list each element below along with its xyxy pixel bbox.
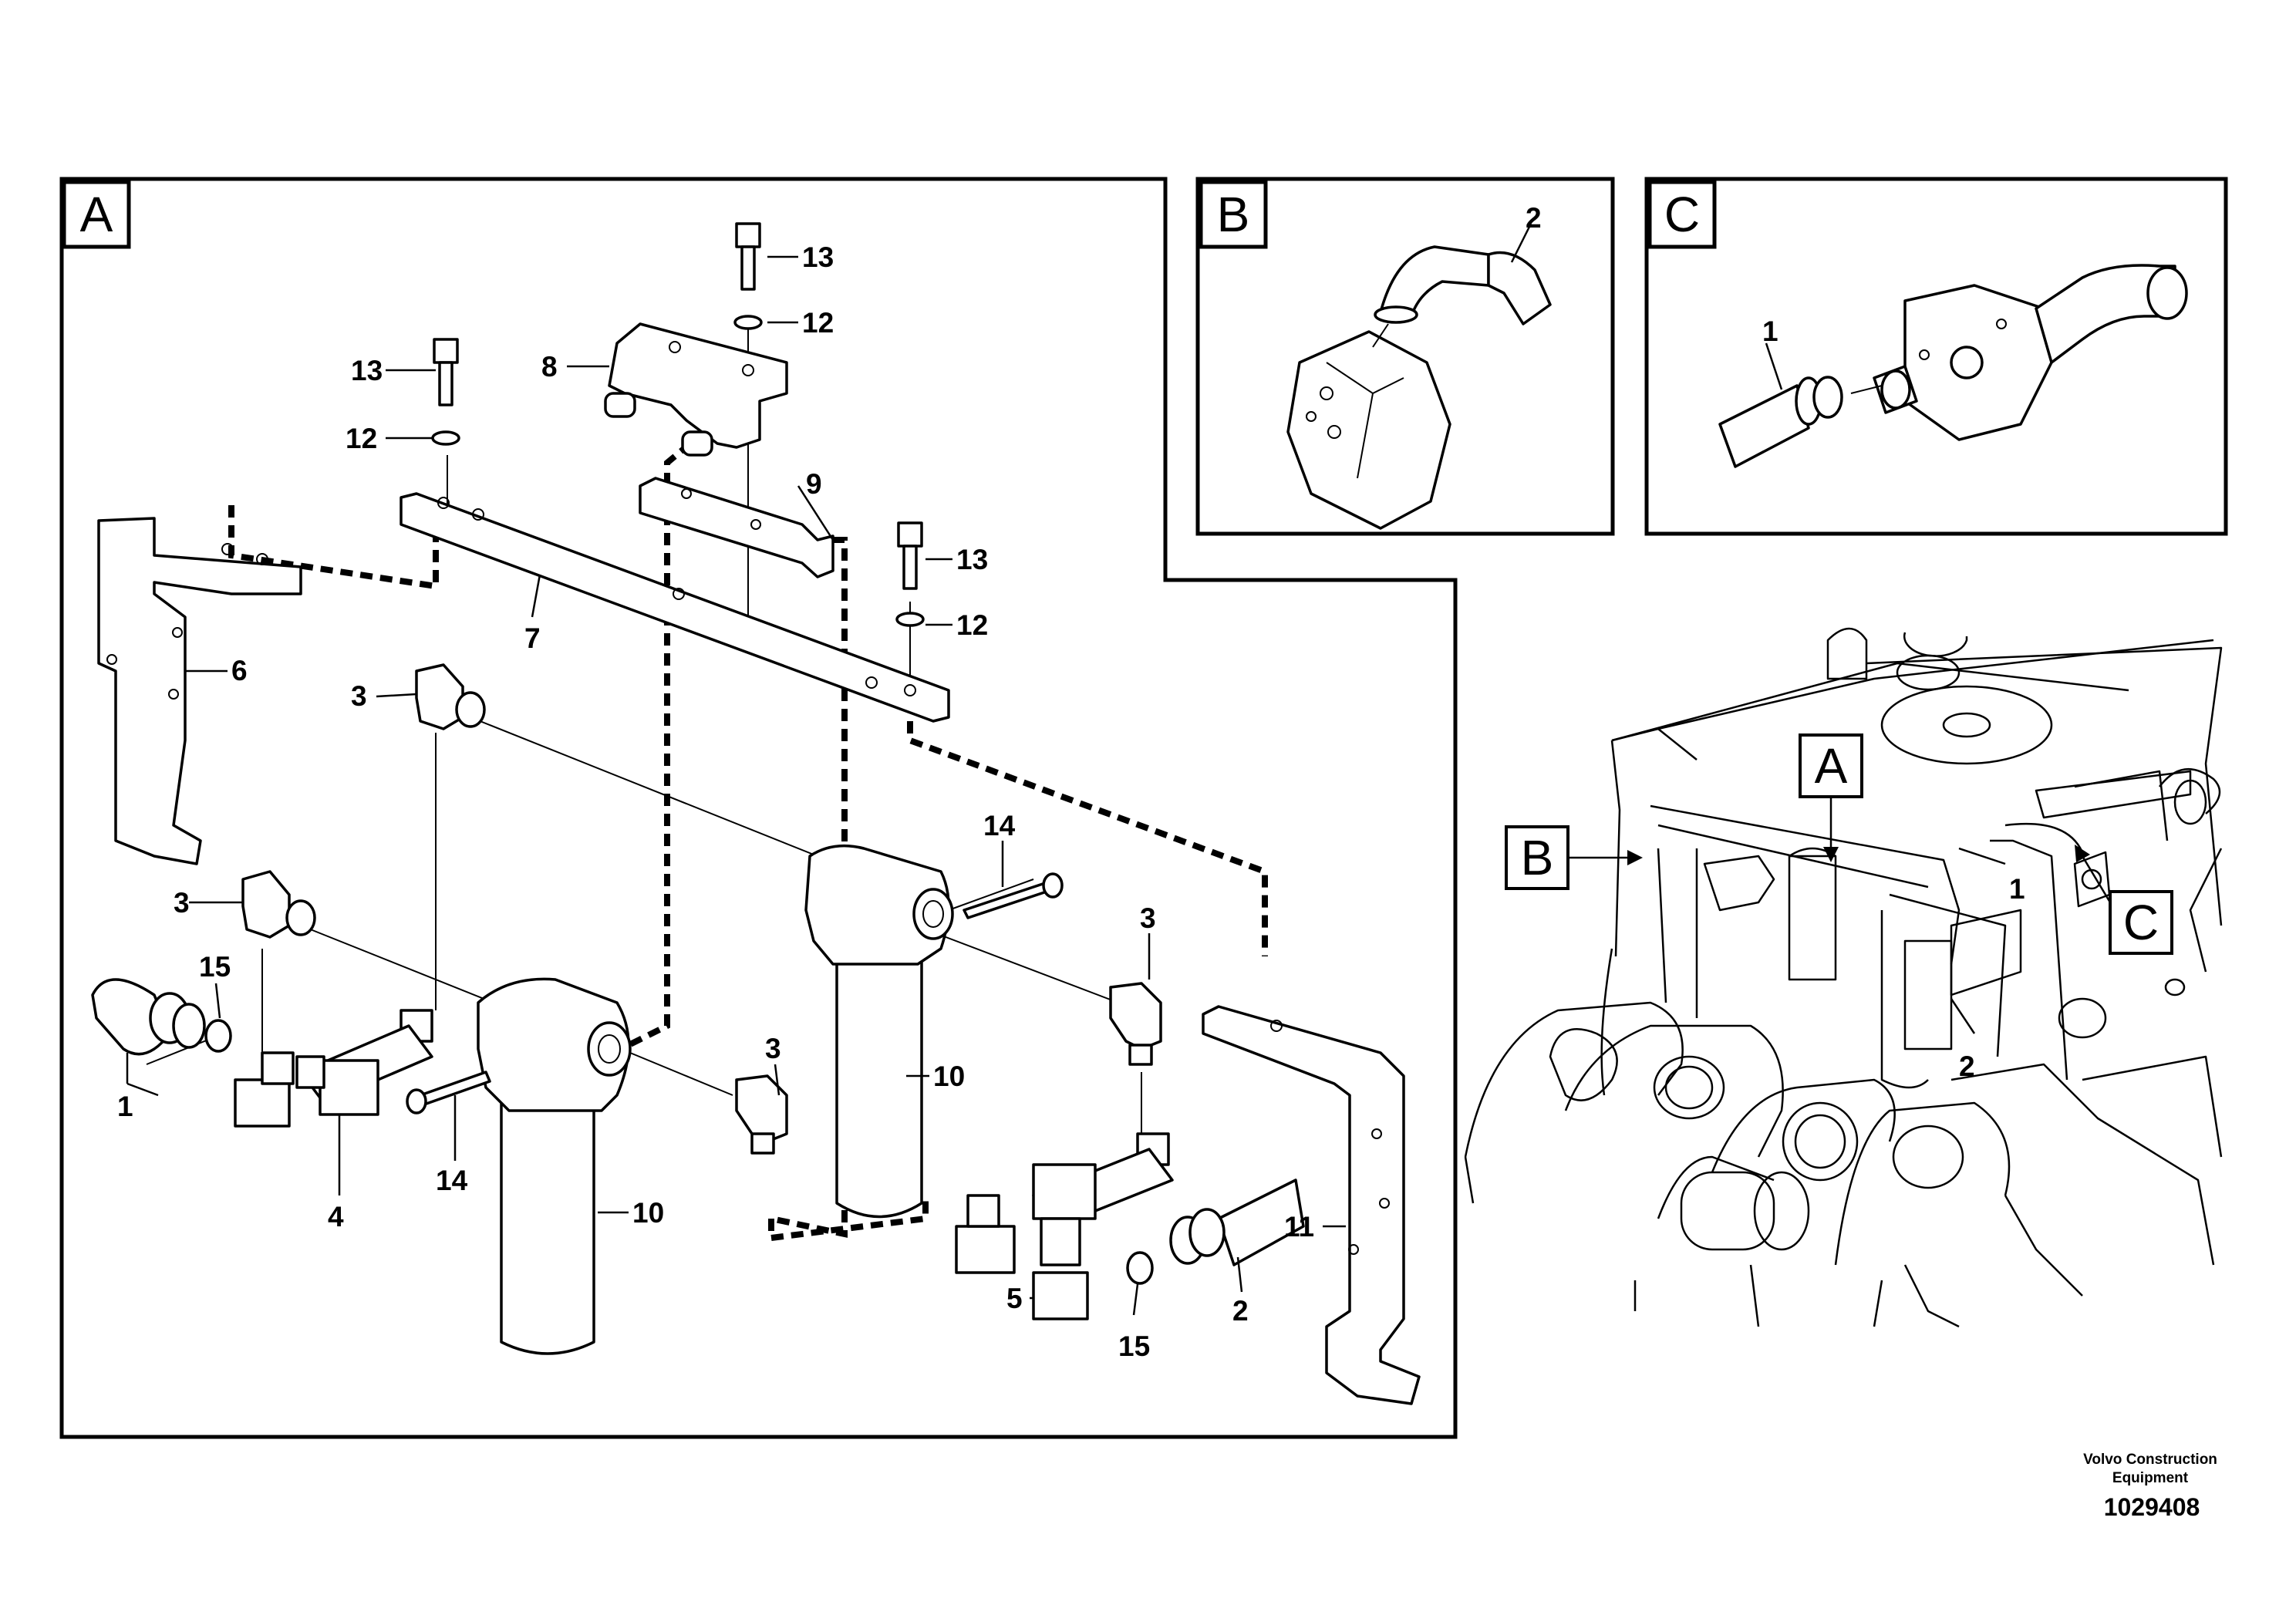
overview-marker-b: B [1505,825,1643,890]
filter-10-center [804,844,954,1219]
tee-adapter-4 [234,1009,433,1128]
elbow-3-left [241,870,316,939]
document-number: 1029408 [2104,1493,2200,1521]
o-ring-15-left [204,1019,232,1053]
callout-1-view-a: 1 [117,1091,133,1122]
callout-11: 11 [1284,1211,1314,1243]
callout-8: 8 [541,351,558,383]
callout-12-right: 12 [956,609,988,641]
brand-line-1: Volvo Construction [2083,1452,2217,1468]
svg-text:C: C [2123,895,2159,950]
callout-7: 7 [524,622,541,654]
svg-text:B: B [1217,187,1250,242]
callout-14-upper: 14 [983,810,1016,841]
callout-12-left: 12 [346,423,377,454]
overview-marker-c: C [2075,845,2173,955]
bracket-8 [608,322,788,449]
bolt-13-left [431,338,460,446]
callout-14-lower: 14 [436,1165,468,1196]
view-c-label: C [1647,180,1717,249]
filter-10-left [477,977,632,1355]
view-b-label: B [1199,180,1268,249]
view-b-frame [1195,177,1615,536]
hose-2 [1169,1179,1305,1266]
callout-3-left: 3 [174,887,190,919]
svg-text:C: C [1664,187,1700,242]
callout-4: 4 [328,1201,344,1233]
brand-line-2: Equipment [2112,1470,2189,1486]
callout-2-overview: 2 [1959,1050,1975,1082]
callout-3-top: 3 [351,680,367,712]
view-c-detail [1718,264,2188,468]
callout-2-view-a: 2 [1232,1295,1249,1327]
callout-10-left: 10 [632,1197,664,1229]
bracket-9 [639,477,834,578]
svg-text:A: A [80,187,113,242]
callout-3-right: 3 [1140,902,1156,934]
view-c-frame [1644,177,2228,536]
hose-routing-dashes [228,440,1268,1241]
elbow-3-right [1109,982,1162,1066]
view-b-detail [1286,223,1552,530]
svg-text:A: A [1815,738,1848,794]
overview-machine [1464,627,2223,1328]
overview-marker-a: A [1799,733,1863,862]
view-a-label: A [62,180,131,249]
callout-13-right: 13 [956,544,988,575]
callout-1-view-c: 1 [1762,315,1778,347]
view-a-frame [59,177,1458,1439]
hose-1 [91,978,206,1056]
callout-15-left: 15 [199,951,231,983]
callout-10-center: 10 [933,1061,965,1092]
bolt-13-top [733,222,763,330]
bracket-6 [97,517,302,865]
elbow-3-top [415,663,486,730]
callout-6: 6 [231,655,248,686]
svg-text:B: B [1521,830,1554,885]
callout-9: 9 [806,468,822,500]
callout-5: 5 [1006,1283,1023,1314]
o-ring-15-right [1126,1251,1154,1285]
callout-3-center: 3 [765,1033,781,1064]
tee-adapter-5 [955,1132,1174,1320]
bolt-13-right [895,521,925,627]
elbow-3-center [735,1074,788,1155]
callout-leaders-a [126,255,1346,1316]
bracket-11 [1202,1005,1421,1405]
callout-1-overview: 1 [2009,873,2025,905]
callout-13-top: 13 [802,241,834,273]
callout-15-right: 15 [1118,1330,1150,1362]
callout-2-view-b: 2 [1526,202,1542,234]
callout-13-left: 13 [351,355,383,386]
callout-12-top: 12 [802,307,834,339]
rail-7 [400,492,950,723]
